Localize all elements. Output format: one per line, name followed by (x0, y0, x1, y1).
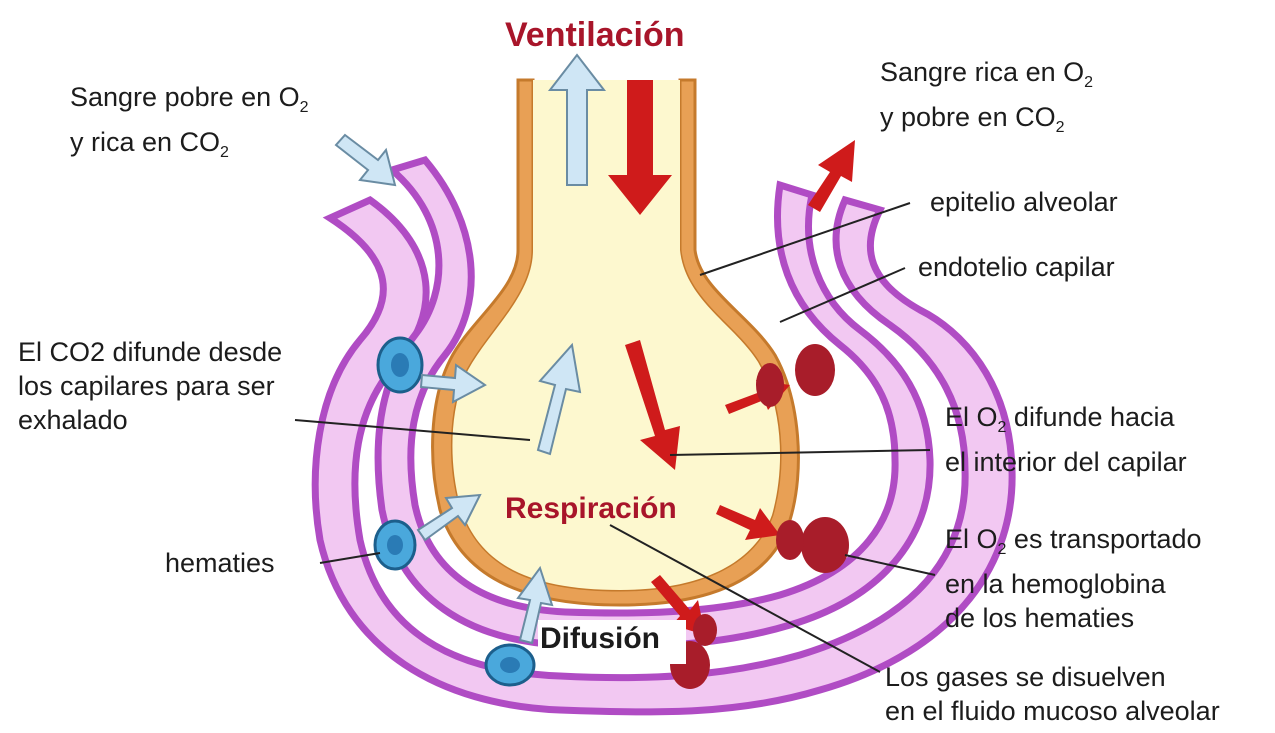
o2-difunde-line1-a: El O (945, 402, 998, 432)
diagram-title: Ventilación (505, 16, 685, 55)
co2-line1: El CO2 difunde desde (18, 337, 282, 367)
hematie-blue-2 (375, 521, 415, 569)
label-epitelio: epitelio alveolar (930, 185, 1118, 219)
sangre-rica-line1-sub: 2 (1084, 74, 1093, 91)
sangre-pobre-line2: y rica en CO (70, 127, 220, 157)
hematie-blue-3 (486, 645, 534, 685)
sangre-rica-line2-sub: 2 (1056, 119, 1065, 136)
sangre-pobre-line1: Sangre pobre en O (70, 82, 300, 112)
label-endotelio: endotelio capilar (918, 250, 1115, 284)
o2-difunde-line1-b: difunde hacia (1006, 402, 1174, 432)
sangre-rica-line2: y pobre en CO (880, 102, 1056, 132)
hematie-red-2 (776, 517, 849, 573)
incoming-blood-arrow (336, 135, 395, 185)
sangre-pobre-line2-sub: 2 (220, 144, 229, 161)
o2-transp-line3: de los hematies (945, 603, 1134, 633)
o2-transp-line2: en la hemoglobina (945, 569, 1166, 599)
label-hematies: hematies (165, 546, 275, 580)
difusion-label: Difusión (540, 622, 660, 656)
sangre-pobre-line1-sub: 2 (300, 99, 309, 116)
o2-difunde-line2: el interior del capilar (945, 447, 1187, 477)
label-sangre-pobre: Sangre pobre en O2 y rica en CO2 (70, 80, 309, 170)
o2-transp-line1-a: El O (945, 524, 998, 554)
label-o2-transportado: El O2 es transportado en la hemoglobina … (945, 522, 1202, 635)
label-o2-difunde: El O2 difunde hacia el interior del capi… (945, 400, 1187, 479)
label-sangre-rica: Sangre rica en O2 y pobre en CO2 (880, 55, 1093, 145)
co2-line3: exhalado (18, 405, 128, 435)
o2-transp-line1-b: es transportado (1006, 524, 1201, 554)
gases-line1: Los gases se disuelven (885, 662, 1166, 692)
hematie-blue-1 (378, 338, 422, 392)
sangre-rica-line1: Sangre rica en O (880, 57, 1084, 87)
label-gases: Los gases se disuelven en el fluido muco… (885, 660, 1220, 728)
co2-line2: los capilares para ser (18, 371, 275, 401)
respiracion-label: Respiración (505, 492, 677, 526)
label-co2-difunde: El CO2 difunde desde los capilares para … (18, 335, 282, 437)
gases-line2: en el fluido mucoso alveolar (885, 696, 1220, 726)
